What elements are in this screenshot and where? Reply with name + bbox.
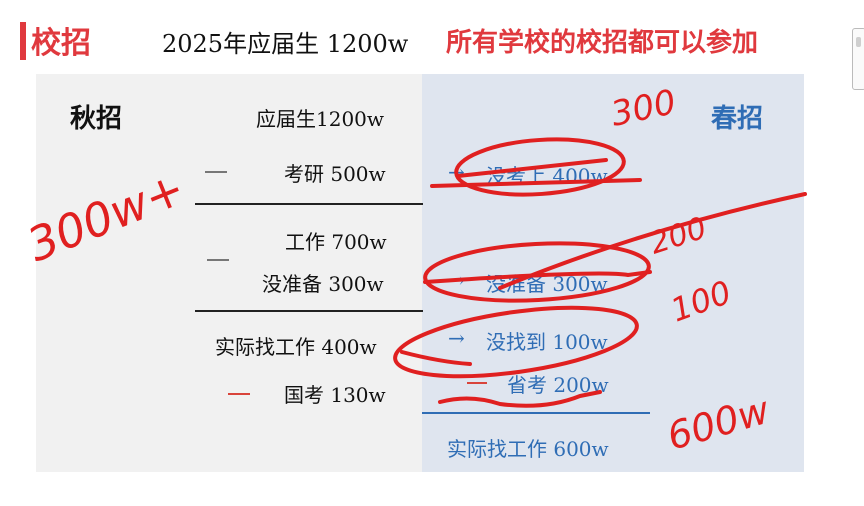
spring-heading: 春招 [711,104,764,134]
arrow-icon: → [448,326,465,350]
ink-note-mid: 200 [646,211,711,262]
page-title: 校招 [31,26,91,61]
job-hunting-label: 实际找工作 400w [215,335,377,359]
divider [195,310,423,312]
ink-note-top: 300 [608,82,680,135]
headline: 2025年应届生 1200w [162,30,409,58]
work-label: 工作 700w [285,230,387,254]
ink-strike [430,178,642,188]
ink-circle [454,137,626,197]
dash [205,171,227,173]
dash [207,259,229,261]
ink-strike [400,350,472,366]
autumn-panel [36,74,422,472]
dash [467,382,487,384]
ink-note-left: 300w+ [20,161,192,272]
ink-circle [423,241,651,303]
ink-strike [423,270,652,284]
ink-strike [438,390,602,408]
not-found-label: 没找到 100w [486,330,608,354]
title-accent-bar [20,22,26,60]
spring-job-hunting-label: 实际找工作 600w [447,437,609,461]
civil-exam-label: 国考 130w [284,383,386,407]
divider [422,412,650,414]
unprepared-label: 没准备 300w [262,272,384,296]
dash [228,393,250,395]
ink-note-lower: 100 [666,273,736,330]
graduates-label: 应届生1200w [256,107,385,131]
autumn-heading: 秋招 [70,104,123,134]
ink-circle [393,305,639,379]
notice-text: 所有学校的校招都可以参加 [446,28,759,58]
postgrad-label: 考研 500w [284,162,386,186]
ink-note-bottom: 600w [662,388,775,459]
ink-strike [456,158,608,178]
divider [195,203,423,205]
scrollbar-handle[interactable] [852,28,864,90]
ink-strike [498,192,807,290]
